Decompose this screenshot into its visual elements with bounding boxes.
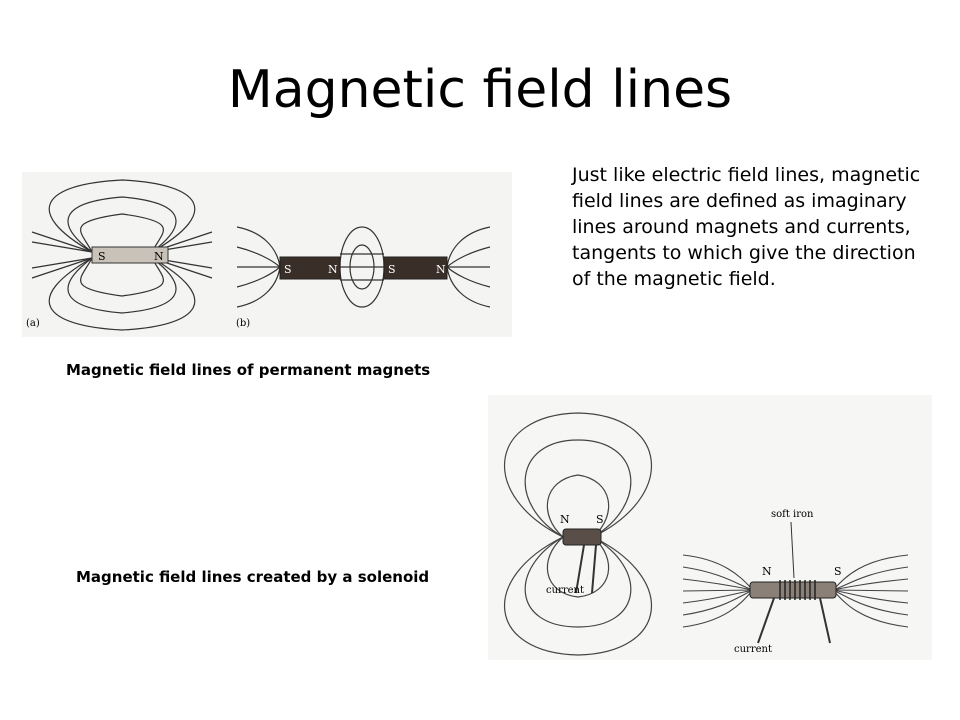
permanent-magnets-figure: S N (a) S N S N (b) [22,172,512,337]
soft-iron-label: soft iron [771,509,814,520]
solenoid-right-n-label: N [762,565,772,578]
solenoid-left-field-lines [503,412,653,656]
soft-iron-core [749,581,837,599]
solenoid-left-current-label: current [546,585,584,596]
solenoid-right-wires [757,597,831,644]
bar-magnet-b2-n-label: N [436,263,446,276]
figure-background [488,395,932,660]
solenoid-left-wires [575,544,597,594]
solenoid-right-coil [779,580,816,600]
figure-label-a: (a) [26,318,40,329]
solenoid-caption: Magnetic field lines created by a soleno… [76,568,430,586]
solenoid-figure: N S current soft iron N S current [488,395,932,660]
bar-magnet-a-n-label: N [154,250,164,263]
solenoid-left-s-label: S [596,513,604,526]
solenoid-left-coil [562,528,602,546]
solenoid-right-s-label: S [834,565,842,578]
slide-title: Magnetic field lines [227,60,733,120]
bar-magnet-b2 [383,256,448,280]
bar-magnet-a-s-label: S [98,250,106,263]
solenoid-left-n-label: N [560,513,570,526]
bar-magnet-b2-s-label: S [388,263,396,276]
solenoid-right-current-label: current [734,644,772,655]
bar-magnet-b1-s-label: S [284,263,292,276]
bar-magnet-a [91,246,169,264]
definition-text: Just like electric field lines, magnetic… [572,164,921,290]
bar-magnet-b1-n-label: N [328,263,338,276]
bar-magnets-b-field-lines [236,226,491,308]
bar-magnet-b1 [279,256,341,280]
soft-iron-pointer [790,521,795,579]
figure-label-b: (b) [236,318,250,329]
permanent-magnets-caption: Magnetic field lines of permanent magnet… [66,361,431,379]
